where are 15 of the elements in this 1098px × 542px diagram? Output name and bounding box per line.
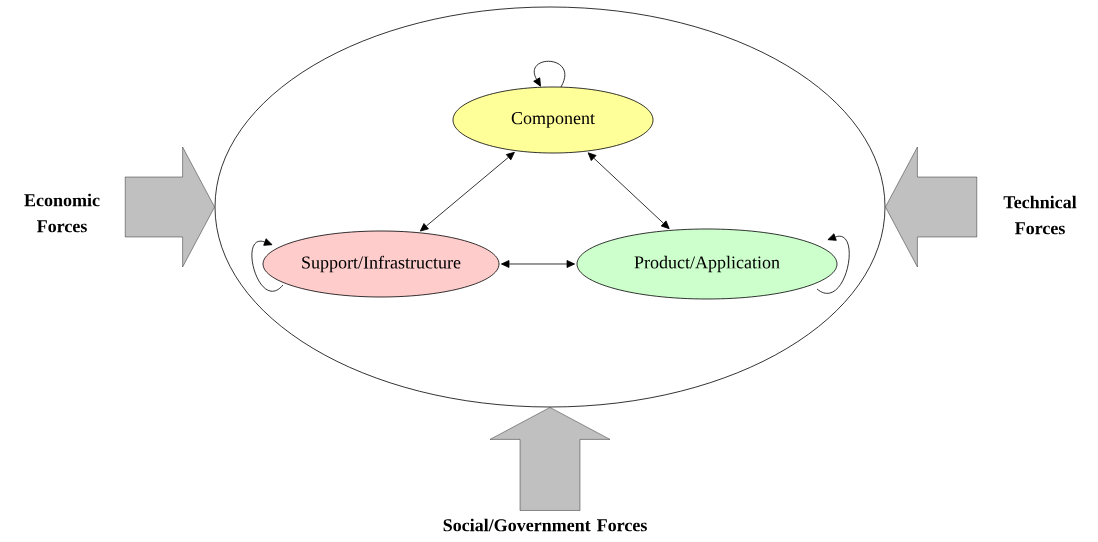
block-arrow [885,146,977,268]
loop-arrow [816,233,850,294]
ellipse-node: Product/Application [576,228,838,300]
force-label: Economic Forces [24,193,100,233]
block-arrow [489,407,611,511]
ellipse-node: Support/Infrastructure [262,230,500,298]
arrow [419,151,515,232]
loop-arrow [533,60,566,88]
arrow [587,152,670,230]
force-label: Technical Forces [1003,195,1077,235]
block-arrow [125,146,215,268]
arrow [501,260,575,268]
force-label: Social/Government Forces [443,518,647,532]
loop-arrow [251,238,284,292]
ellipse-node: Component [452,86,654,154]
